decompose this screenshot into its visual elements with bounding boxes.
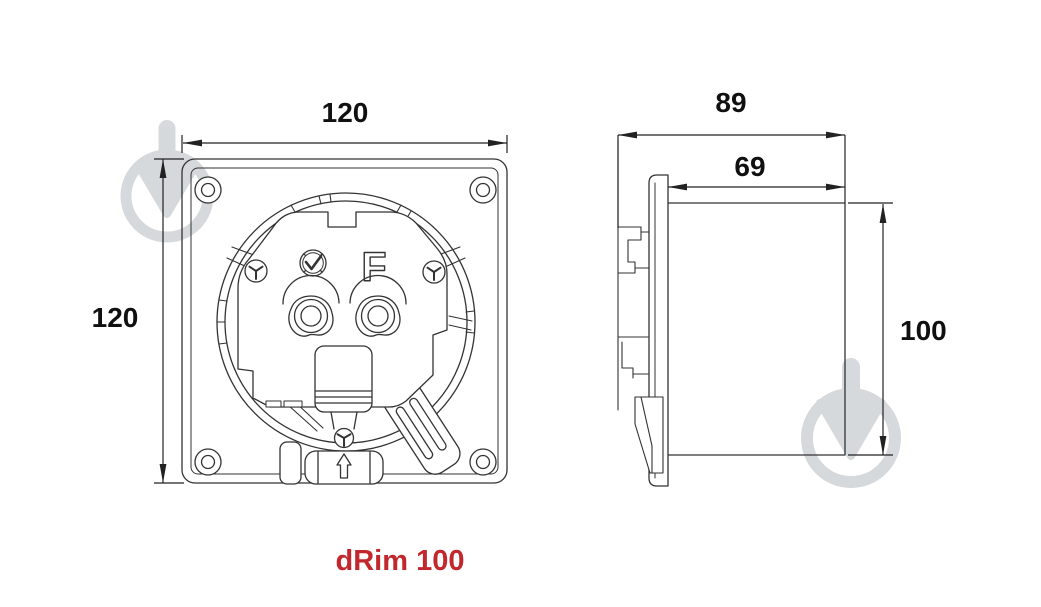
torx-screw-icon: [244, 259, 446, 449]
motor-plate: [237, 211, 448, 408]
plate-letter: F: [361, 244, 386, 290]
plate-feet: [265, 400, 303, 408]
dim-label-body-height: 100: [900, 315, 947, 346]
terminal-box: [314, 345, 373, 430]
product-title: dRim 100: [336, 545, 465, 577]
watermark-logo-icon: [120, 120, 214, 243]
cable-gland: [279, 441, 384, 485]
side-view: [617, 139, 846, 487]
front-view: F: [181, 158, 508, 485]
watermark-logo-icon: [801, 358, 901, 488]
dim-label-front-height: 120: [92, 302, 139, 333]
dim-label-front-width: 120: [322, 97, 369, 128]
dim-label-duct-length: 69: [734, 151, 765, 182]
corner-screw-icon: [194, 176, 497, 476]
motor-bosses: [282, 274, 407, 337]
dim-label-overall-depth: 89: [715, 87, 746, 118]
dim-arrowheads: [159, 131, 887, 483]
dimensions: [154, 131, 893, 484]
up-arrow-icon: [336, 453, 352, 479]
side-duct-body: [667, 202, 846, 456]
